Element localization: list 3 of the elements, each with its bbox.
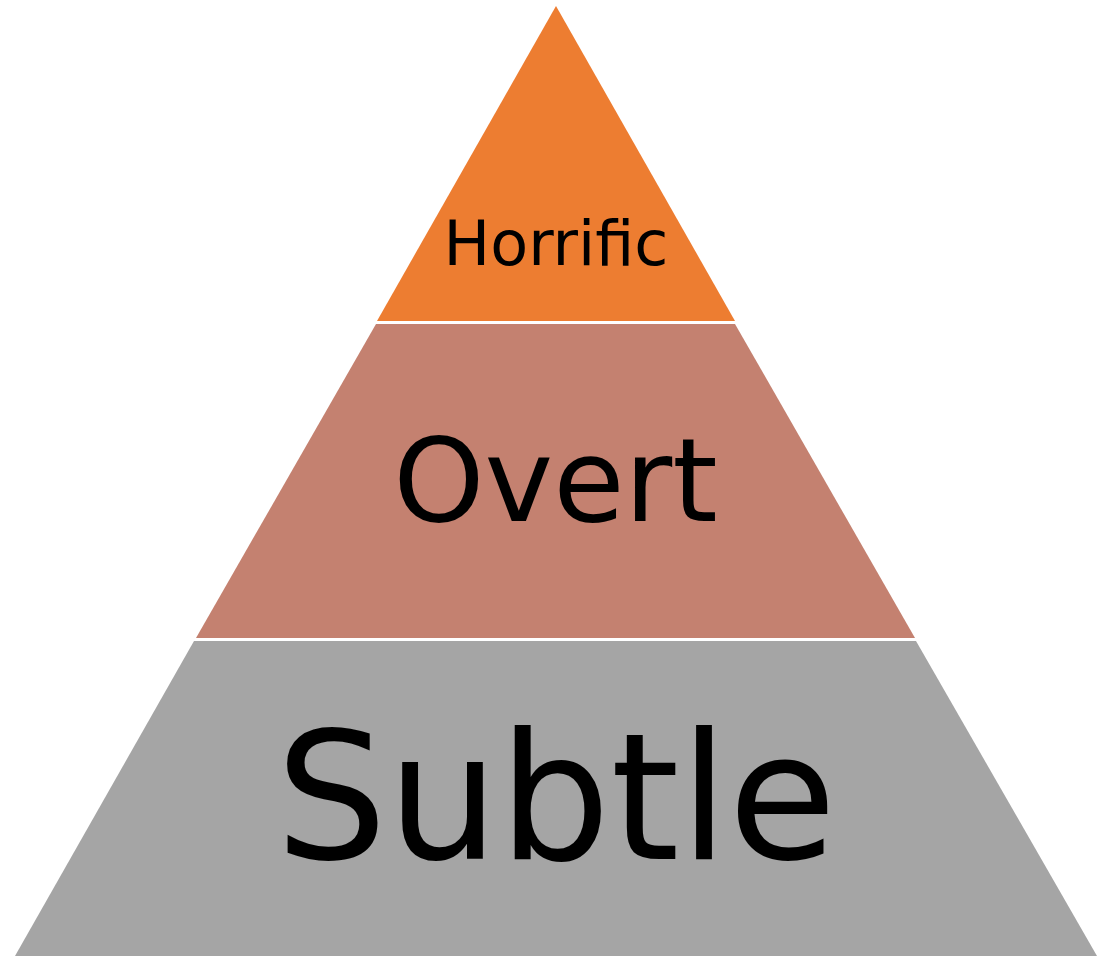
tier-label: Subtle xyxy=(275,710,837,887)
tier-label: Horrific xyxy=(443,213,669,275)
tier-label: Overt xyxy=(393,423,718,539)
